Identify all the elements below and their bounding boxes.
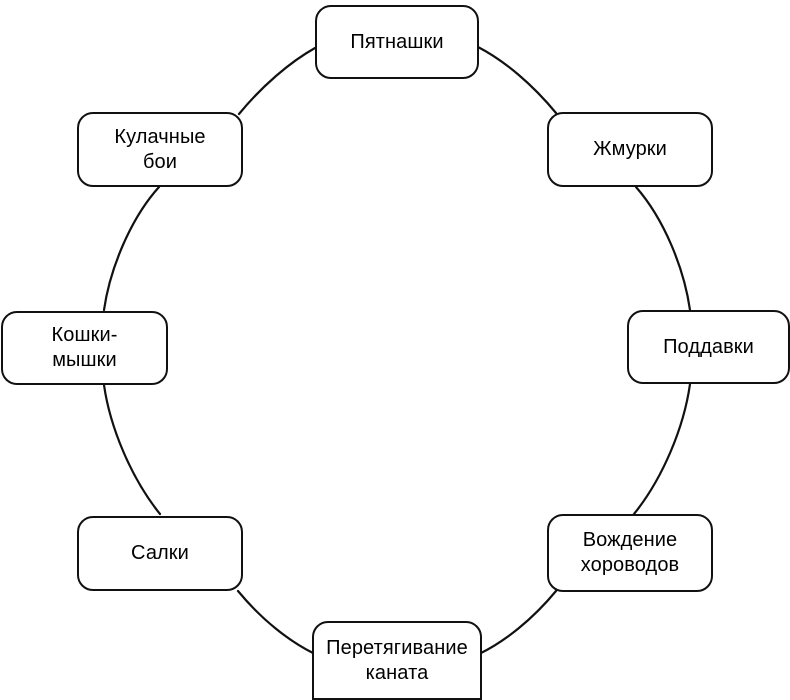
node-label: Жмурки: [593, 138, 667, 160]
connector-pyatnashki-to-zhmurki: [476, 45, 558, 115]
node-koshki-myshki[interactable]: Кошки- мышки: [1, 311, 168, 385]
connector-vozhdenie-to-peretyagivanie: [479, 589, 558, 655]
node-label: Салки: [131, 542, 189, 564]
node-peretyagivanie-kanata[interactable]: Перетягивание каната: [312, 621, 482, 700]
node-label: Кулачные бои: [114, 125, 206, 173]
node-label: Кошки- мышки: [51, 324, 118, 371]
node-zhmurki[interactable]: Жмурки: [547, 112, 713, 187]
connector-koshki-myshki-to-kulachnye-boi: [102, 185, 161, 312]
node-label: Пятнашки: [350, 30, 444, 53]
node-vozhdenie-horovodov[interactable]: Вождение хороводов: [547, 514, 713, 592]
connector-poddavki-to-vozhdenie: [632, 382, 692, 516]
node-salki[interactable]: Салки: [77, 516, 243, 591]
connector-zhmurki-to-poddavki: [634, 185, 692, 312]
connector-peretyagivanie-to-salki: [236, 589, 315, 655]
connector-salki-to-koshki-myshki: [102, 383, 162, 516]
node-label: Перетягивание каната: [326, 636, 468, 684]
node-kulachnye-boi[interactable]: Кулачные бои: [77, 112, 243, 187]
node-poddavki[interactable]: Поддавки: [627, 310, 790, 384]
node-label: Поддавки: [663, 335, 754, 358]
connector-kulachnye-boi-to-pyatnashki: [237, 46, 317, 116]
node-pyatnashki[interactable]: Пятнашки: [315, 5, 479, 79]
node-label: Вождение хороводов: [580, 529, 680, 576]
